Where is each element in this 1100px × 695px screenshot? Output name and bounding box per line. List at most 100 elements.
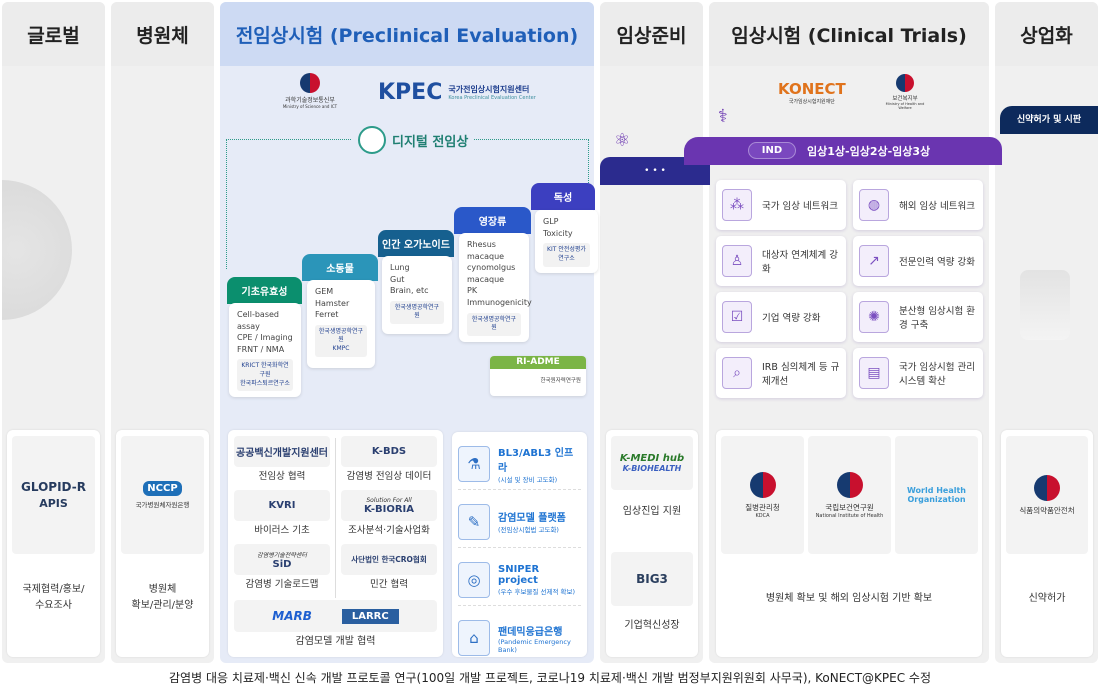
- digital-icon: [358, 126, 386, 154]
- step-item: cynomolgus macaque: [467, 263, 516, 284]
- clinical-card-label: 해외 임상 네트워크: [899, 201, 975, 212]
- clinical-bottom-label: 병원체 확보 및 해외 임상시험 기반 확보: [765, 593, 933, 604]
- column-title: 임상준비: [600, 2, 703, 66]
- clinical-card-label: 분산형 임상시험 환경 구축: [899, 306, 975, 331]
- step-title: 독성: [553, 193, 573, 204]
- agency-name: World Health Organization: [906, 486, 966, 504]
- agency-name-en: KDCA: [755, 512, 770, 519]
- caption: 감염병 대응 치료제·백신 신속 개발 프로토콜 연구(100일 개발 프로젝트…: [169, 671, 931, 685]
- clinical-card: ♙ 대상자 연계체계 강화: [716, 236, 846, 286]
- nccp-logo: NCCP 국가병원체자원은행: [121, 436, 204, 554]
- step-header: 인간 오가노이드: [378, 230, 454, 257]
- institution-logo: KMPC: [332, 345, 350, 353]
- partner-logo: K-BDS: [341, 436, 437, 467]
- molecule-icon: ⚛: [614, 130, 631, 151]
- clinical-card-label: 대상자 연계체계 강화: [762, 250, 838, 275]
- clinical-card-label: 기업 역량 강화: [762, 313, 821, 324]
- programs-card: ⚗BL3/ABL3 인프라(시설 및 장비 고도화)✎감염모델 플랫폼(전임상시…: [452, 432, 587, 657]
- people-icon: ♙: [722, 245, 752, 277]
- partner-logo: 사단법인 한국CRO협회: [341, 544, 437, 575]
- commercial-label: 신약허가: [1028, 593, 1066, 604]
- msit-name-en: Ministry of Science and ICT: [282, 104, 338, 109]
- step-header: 독성: [531, 183, 595, 210]
- globe-icon: ◍: [859, 189, 889, 221]
- network-icon: ⁂: [722, 189, 752, 221]
- vial-image: [1020, 270, 1070, 340]
- system-icon: ▤: [859, 357, 889, 389]
- step-title: 영장류: [478, 217, 507, 228]
- clinical-card: ▤ 국가 임상시험 관리시스템 확산: [853, 348, 983, 398]
- partner-label: 민간 협력: [370, 579, 408, 590]
- step-item: Hamster: [315, 298, 350, 308]
- kpec-mark: KPEC: [378, 80, 443, 105]
- model-logos: MARB LARRC: [234, 600, 437, 632]
- program-sub: (우수 후보물질 선제적 확보): [498, 587, 576, 596]
- nccp-mark: NCCP: [143, 481, 182, 496]
- agency-name: 국립보건연구원: [825, 502, 874, 512]
- agency-name: 질병관리청: [745, 502, 780, 512]
- column-title: 글로벌: [2, 2, 105, 66]
- kbiohealth-mark: K-BIOHEALTH: [622, 464, 682, 473]
- step-header: 영장류: [454, 207, 531, 234]
- program-sub: (시설 및 장비 고도화): [498, 475, 558, 484]
- step-item: Rhesus macaque: [467, 240, 505, 261]
- mohw-name: 보건복지부: [892, 96, 918, 102]
- institution-logos: KIT 안전성평가연구소: [543, 243, 590, 267]
- nccp-name: 국가병원체자원은행: [135, 501, 190, 509]
- digital-preclinical-label: 디지털 전임상: [352, 126, 475, 154]
- step-item: Immunogenicity: [467, 297, 532, 307]
- clinical-card-label: 전문인력 역량 강화: [899, 257, 975, 268]
- step-item: FRNT / NMA: [237, 344, 285, 354]
- partner-logo-text: SiD: [272, 558, 292, 570]
- institution-logo: KRICT 한국화학연구원: [241, 362, 289, 379]
- konect-mark: KONECT: [778, 80, 846, 98]
- step-item: GLP Toxicity: [543, 217, 573, 238]
- partner-label: 조사분석·기술사업화: [348, 525, 430, 536]
- search-doc-icon: ⌕: [722, 357, 752, 389]
- apis-mark: APIS: [39, 497, 68, 510]
- ri-adme-logo: 한국원자력연구원: [540, 378, 581, 384]
- partner-logo-text: KVRI: [268, 500, 296, 511]
- program-title: 팬데믹응급은행: [498, 626, 563, 638]
- partner-logo-sub: Solution For All: [366, 496, 412, 504]
- clinical-card: ↗전문인력 역량 강화: [853, 236, 983, 286]
- pathogen-label: 병원체 확보/관리/분양: [131, 584, 194, 611]
- clinical-card: ◍ 해외 임상 네트워크: [853, 180, 983, 230]
- column-title: 병원체: [111, 2, 214, 66]
- clinical-card-label: 국가 임상 네트워크: [762, 201, 838, 212]
- step-title: 소동물: [326, 264, 354, 275]
- mfds-logo: 식품의약품안전처: [1006, 436, 1088, 554]
- clinical-card-label: 국가 임상시험 관리시스템 확산: [899, 362, 975, 387]
- marb-logo: MARB: [272, 609, 312, 623]
- institution-logo: 한국생명공학연구원: [394, 303, 440, 320]
- lab-icon: ⚗: [458, 445, 490, 482]
- clinical-card: ⌕IRB 심의체계 등 규제개선: [716, 348, 846, 398]
- partner-logo: 공공백신개발지원센터: [234, 436, 330, 467]
- prep-label-1: 임상진입 지원: [622, 506, 682, 517]
- konect-name: 국가임상시험지원재단: [788, 99, 835, 105]
- clinical-card: ⁂ 국가 임상 네트워크: [716, 180, 846, 230]
- step-item: Ferret: [315, 310, 339, 320]
- digital-label-text: 디지털 전임상: [392, 134, 469, 150]
- prep-label-2: 기업혁신성장: [624, 620, 680, 631]
- larrc-logo: LARRC: [341, 608, 399, 624]
- step-item: Lung: [390, 263, 410, 272]
- clinical-band: [684, 137, 1002, 165]
- program-sub: (전임상시험법 고도화): [498, 526, 559, 534]
- commercial-card: 식품의약품안전처 신약허가: [1001, 430, 1093, 657]
- partner-label: 전임상 협력: [258, 471, 306, 482]
- msit-name: 과학기술정보통신부: [285, 97, 335, 104]
- step-title: 기초유효성: [241, 287, 288, 298]
- microscope-icon: ✎: [458, 503, 490, 540]
- institution-logos: 한국생명공학연구원: [390, 300, 444, 325]
- msit-logo: 과학기술정보통신부 Ministry of Science and ICT: [278, 73, 342, 109]
